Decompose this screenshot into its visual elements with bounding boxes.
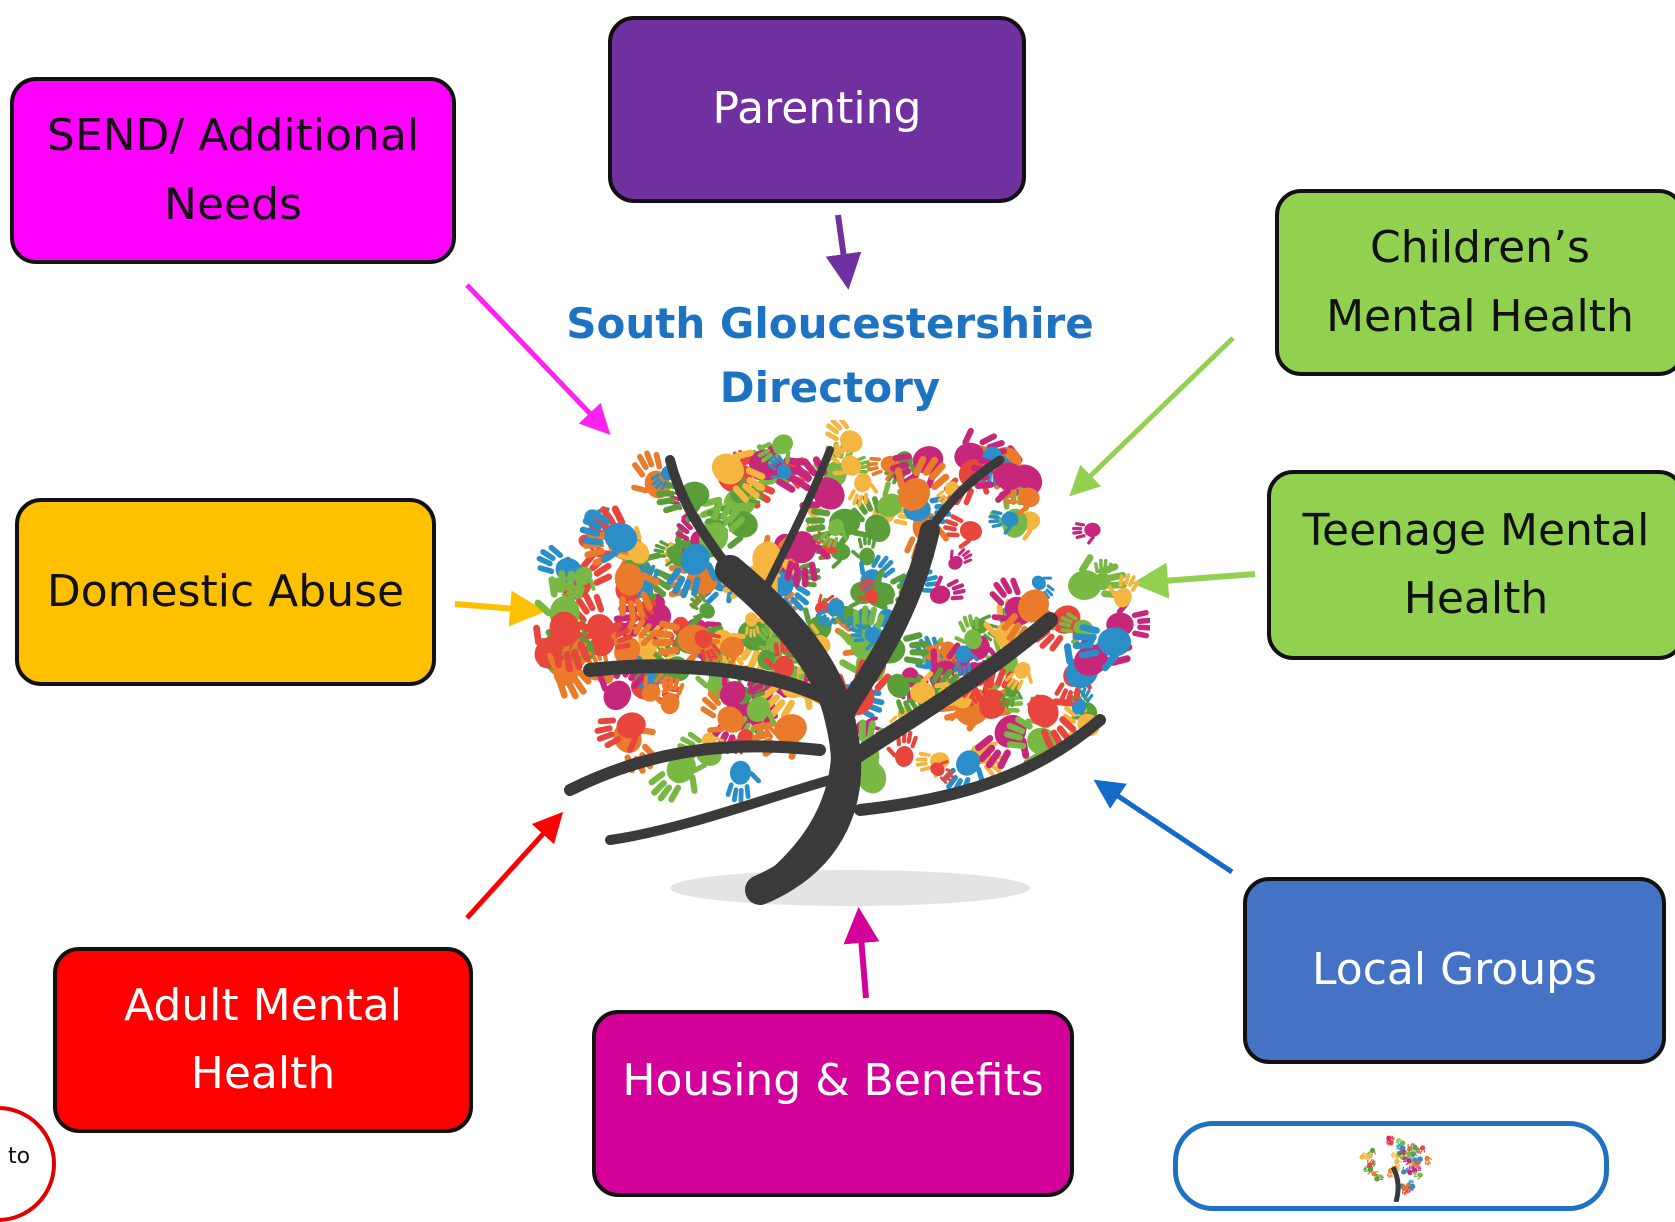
- teenage-label-line1: Teenage Mental: [1302, 504, 1650, 556]
- red-circle-badge[interactable]: to: [0, 1106, 56, 1222]
- hand-print-icon: [1424, 1155, 1433, 1166]
- directory-logo-panel[interactable]: [1173, 1121, 1609, 1211]
- hand-print-icon: [694, 629, 721, 662]
- hand-print-icon: [1068, 554, 1128, 600]
- hand-print-icon: [549, 611, 598, 673]
- hand-print-icon: [1027, 694, 1077, 749]
- hand-print-icon: [641, 672, 674, 702]
- housing-label: Housing & Benefits: [622, 1055, 1044, 1107]
- housing-benefits-button[interactable]: Housing & Benefits: [592, 1010, 1074, 1197]
- hand-print-icon: [969, 456, 1025, 503]
- domestic-label: Domestic Abuse: [46, 565, 405, 617]
- hand-print-icon: [1411, 1144, 1420, 1155]
- hand-print-icon: [1395, 1143, 1406, 1153]
- hand-print-icon: [1367, 1159, 1376, 1168]
- hand-print-icon: [1004, 661, 1033, 691]
- childrens-mental-health-button[interactable]: Children’s Mental Health: [1275, 189, 1675, 376]
- hand-print-icon: [614, 563, 660, 621]
- parenting-label: Parenting: [712, 83, 922, 135]
- hand-print-icon: [757, 434, 794, 466]
- parenting-button[interactable]: Parenting: [608, 16, 1026, 203]
- adult-mental-health-button[interactable]: Adult Mental Health: [53, 947, 473, 1133]
- hand-print-icon: [609, 618, 656, 665]
- teenage-label-line2: Health: [1403, 573, 1549, 624]
- hand-print-icon: [988, 510, 1019, 535]
- hand-print-icon: [1386, 1135, 1395, 1146]
- directory-title: South Gloucestershire Directory: [560, 292, 1100, 420]
- local-groups-button[interactable]: Local Groups: [1243, 877, 1666, 1064]
- badge-text: to: [8, 1144, 31, 1169]
- children-label-line2: Mental Health: [1326, 290, 1634, 342]
- hand-print-icon: [725, 760, 761, 803]
- hand-print-icon: [929, 575, 966, 604]
- adult-label-line1: Adult Mental: [124, 979, 402, 1031]
- adult-label-line2: Health: [190, 1048, 336, 1099]
- local-label: Local Groups: [1312, 944, 1597, 996]
- arrow-parenting: [825, 214, 862, 290]
- hand-print-icon: [689, 593, 715, 619]
- title-line1: South Gloucestershire: [566, 299, 1094, 348]
- hand-print-icon: [666, 543, 718, 599]
- tree-shadow: [670, 870, 1030, 906]
- tree-trunk-base: [745, 720, 854, 890]
- hand-print-icon: [943, 514, 983, 549]
- hand-print-icon: [930, 760, 955, 784]
- domestic-abuse-button[interactable]: Domestic Abuse: [15, 498, 436, 686]
- hand-print-icon: [711, 449, 766, 503]
- arrow-housing: [843, 907, 880, 999]
- send-label-line2: Needs: [164, 178, 302, 230]
- hand-print-icon: [1416, 1145, 1426, 1154]
- hand-print-icon: [579, 510, 638, 563]
- hand-print-icon: [815, 598, 845, 628]
- hand-print-icon: [1072, 623, 1132, 672]
- arrow-domestic: [454, 590, 546, 627]
- hand-print-icon: [784, 531, 831, 588]
- hand-print-icon: [767, 454, 792, 480]
- small-hand-tree-logo-icon: [1359, 1135, 1433, 1202]
- hand-print-icon: [1395, 1137, 1406, 1147]
- hand-print-icon: [851, 495, 891, 543]
- hand-print-icon: [1072, 522, 1101, 545]
- hand-print-icon: [1402, 1156, 1412, 1166]
- hand-print-icon: [1359, 1152, 1370, 1160]
- hand-print-icon: [953, 645, 979, 677]
- hand-print-icon: [954, 614, 982, 650]
- children-label-line1: Children’s: [1370, 222, 1590, 274]
- hand-print-icon: [745, 612, 765, 638]
- hand-print-icon: [564, 566, 596, 599]
- hand-print-icon: [828, 441, 862, 476]
- hand-print-icon: [648, 753, 698, 803]
- hand-print-icon: [894, 456, 950, 511]
- title-line2: Directory: [719, 363, 941, 412]
- teenage-mental-health-button[interactable]: Teenage Mental Health: [1267, 470, 1675, 660]
- send-label-line1: SEND/ Additional: [46, 110, 420, 162]
- hand-print-icon: [857, 578, 879, 604]
- hand-print-icon: [848, 473, 879, 507]
- hand-print-icon: [594, 712, 646, 753]
- hand-print-icon: [1413, 1156, 1423, 1165]
- hand-print-tree-icon: [533, 420, 1150, 906]
- send-additional-needs-button[interactable]: SEND/ Additional Needs: [10, 77, 456, 264]
- hand-print-icon: [948, 548, 973, 570]
- hand-print-icon: [1108, 573, 1140, 608]
- hand-print-icon: [819, 519, 848, 549]
- arrow-teenage: [1132, 562, 1256, 599]
